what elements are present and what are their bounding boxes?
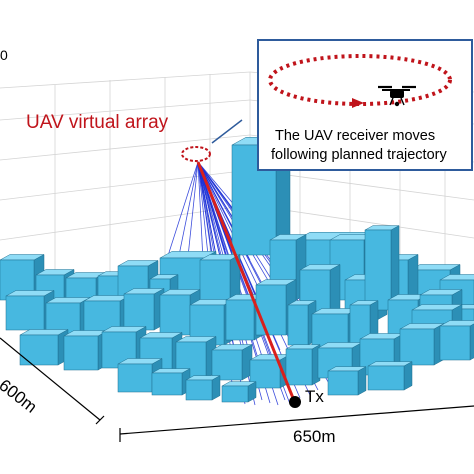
corner-tick-label: 0 xyxy=(0,47,8,63)
building-37 xyxy=(175,336,217,379)
building-group xyxy=(0,136,474,403)
building-44 xyxy=(439,320,474,361)
building-43 xyxy=(399,323,445,366)
building-40 xyxy=(285,344,321,386)
los-ray xyxy=(196,161,295,399)
building-26 xyxy=(287,300,317,346)
uav-array-label: UAV virtual array xyxy=(26,112,169,133)
building-22 xyxy=(159,289,201,336)
building-48 xyxy=(221,381,257,403)
ray-26 xyxy=(164,161,199,266)
building-50 xyxy=(367,361,413,391)
dimension-lines xyxy=(0,337,474,442)
tx-label: Tx xyxy=(305,387,324,406)
building-46 xyxy=(151,368,191,396)
building-47 xyxy=(185,375,221,401)
building-28 xyxy=(349,300,379,346)
planned-trajectory xyxy=(268,54,452,106)
building-21 xyxy=(123,288,165,331)
callout-line xyxy=(211,119,243,144)
trajectory-arrow-icon xyxy=(352,98,364,108)
y-dimension-label: 600m xyxy=(0,376,41,417)
x-dimension-label: 650m xyxy=(293,427,336,446)
tx-node-icon xyxy=(289,396,301,408)
building-38 xyxy=(211,344,253,381)
inset-text-line1: The UAV receiver moves xyxy=(275,128,435,144)
building-49 xyxy=(327,366,367,396)
uav-drone-icon xyxy=(378,85,416,107)
building-34 xyxy=(63,330,109,371)
inset-text-line2: following planned trajectory xyxy=(271,147,447,163)
uav-array-marker xyxy=(181,146,211,162)
